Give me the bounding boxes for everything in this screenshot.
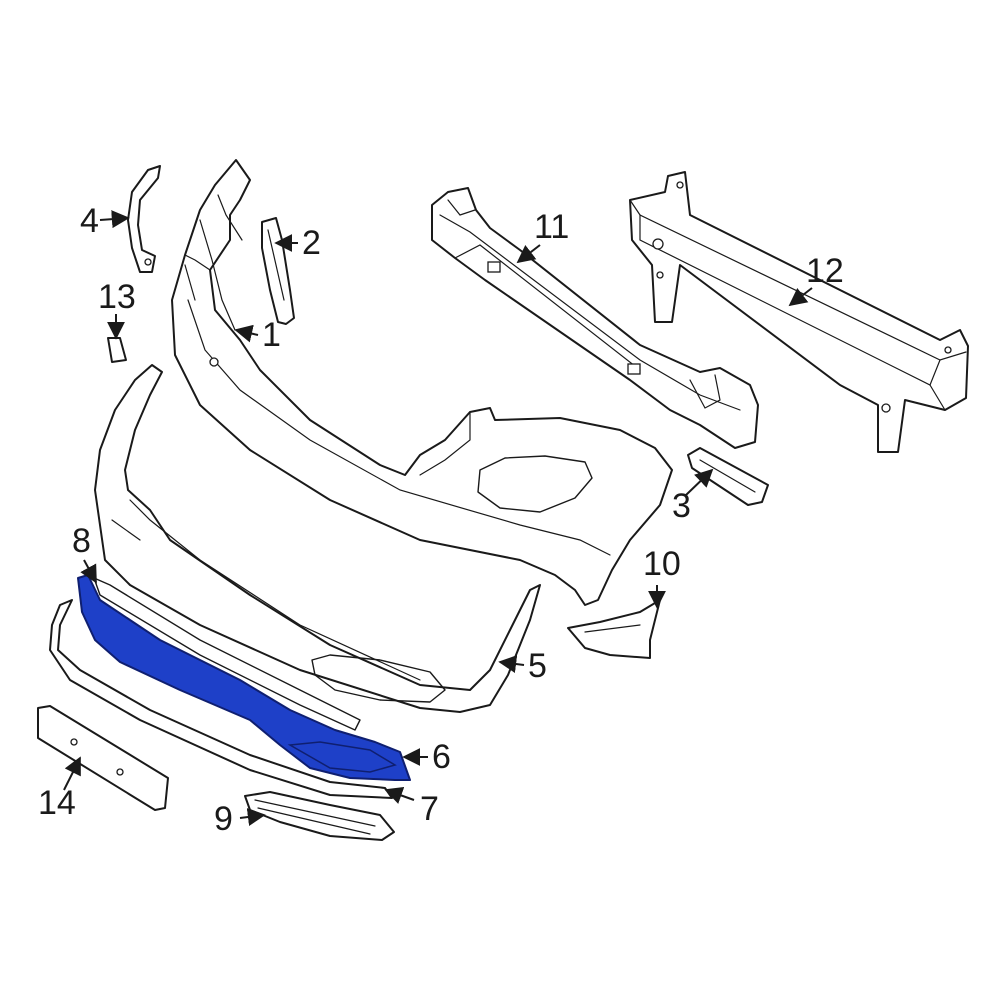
leader-arrow-3 — [685, 468, 714, 496]
callout-label-7[interactable]: 7 — [420, 790, 439, 828]
part-12-bumper-reinforcement-beam[interactable] — [629, 171, 969, 453]
part-8-strip[interactable] — [93, 577, 361, 731]
callout-label-1[interactable]: 1 — [262, 316, 281, 354]
leader-arrow-8 — [80, 559, 97, 584]
callout-label-6[interactable]: 6 — [432, 738, 451, 776]
part-3-bracket[interactable] — [687, 447, 769, 506]
callout-label-14[interactable]: 14 — [38, 784, 76, 822]
callout-label-13[interactable]: 13 — [98, 278, 136, 316]
leader-arrow-1 — [234, 324, 259, 343]
callout-label-10[interactable]: 10 — [643, 545, 681, 583]
part-6-lower-valance-highlighted[interactable] — [77, 574, 411, 781]
callout-label-3[interactable]: 3 — [672, 487, 691, 525]
part-10-trim[interactable] — [567, 599, 661, 659]
part-9-fog-grille[interactable] — [244, 791, 395, 841]
part-11-energy-absorber[interactable] — [431, 187, 759, 449]
leader-lines — [63, 210, 813, 826]
part-5-lower-bumper[interactable] — [94, 364, 541, 713]
part-2-bracket[interactable] — [261, 217, 295, 325]
callout-label-8[interactable]: 8 — [72, 522, 91, 560]
part-13-clip[interactable] — [107, 337, 127, 363]
leader-arrow-5 — [498, 655, 525, 673]
callout-label-4[interactable]: 4 — [80, 202, 99, 240]
callout-label-9[interactable]: 9 — [214, 800, 233, 838]
callout-label-2[interactable]: 2 — [302, 224, 321, 262]
leader-arrow-14 — [63, 756, 81, 791]
leader-arrow-4 — [99, 210, 130, 229]
leader-arrow-9 — [239, 808, 266, 826]
callout-label-5[interactable]: 5 — [528, 647, 547, 685]
part-4-bracket[interactable] — [127, 165, 161, 273]
part-1-bumper-cover[interactable] — [171, 159, 673, 606]
leader-arrow-11 — [516, 244, 541, 264]
part-14-license-bracket[interactable] — [37, 705, 169, 811]
callout-label-11[interactable]: 11 — [534, 208, 569, 246]
leader-arrow-12 — [788, 287, 813, 307]
callout-label-12[interactable]: 12 — [806, 252, 844, 290]
leader-arrow-7 — [384, 786, 415, 804]
